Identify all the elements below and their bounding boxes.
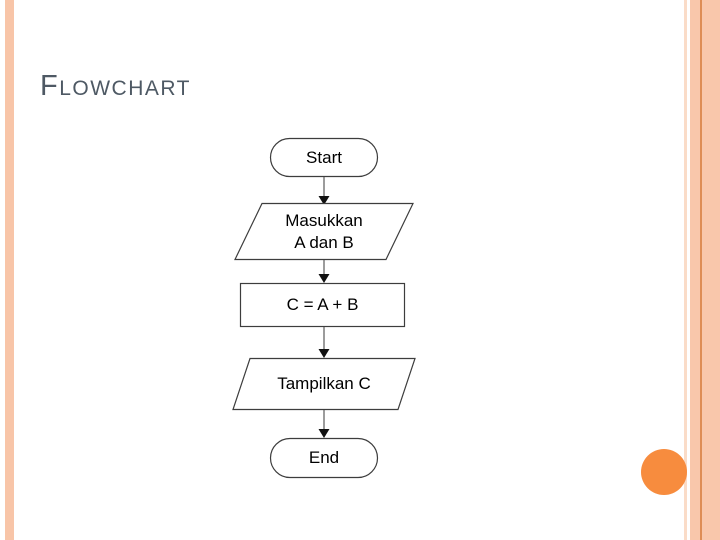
output-node-label: Tampilkan C	[277, 374, 371, 393]
title-initial: F	[40, 70, 60, 102]
output-parallelogram-shape	[232, 357, 416, 411]
input-node-label: Masukkan A dan B	[285, 210, 363, 252]
arrow-input-to-process-head	[318, 274, 330, 283]
start-terminator-shape	[269, 137, 379, 178]
right-border-band	[690, 0, 720, 540]
input-parallelogram-shape	[234, 202, 414, 261]
start-node-label: Start	[306, 147, 342, 167]
process-rectangle-shape	[239, 282, 406, 328]
arrow-process-to-output-head	[318, 349, 330, 358]
end-terminator-shape	[269, 437, 379, 479]
accent-circle-decoration	[641, 449, 687, 495]
right-border-dark-line	[700, 0, 702, 540]
title-rest: LOWCHART	[59, 77, 192, 100]
arrow-output-to-end-head	[318, 429, 330, 438]
left-border-stripe	[5, 0, 14, 540]
process-node-label: C = A + B	[286, 295, 359, 314]
end-node-label: End	[308, 448, 340, 467]
right-border-thin-stripe	[684, 0, 687, 540]
arrow-start-to-input-head	[318, 196, 330, 205]
page-title: FLOWCHART	[40, 72, 191, 103]
